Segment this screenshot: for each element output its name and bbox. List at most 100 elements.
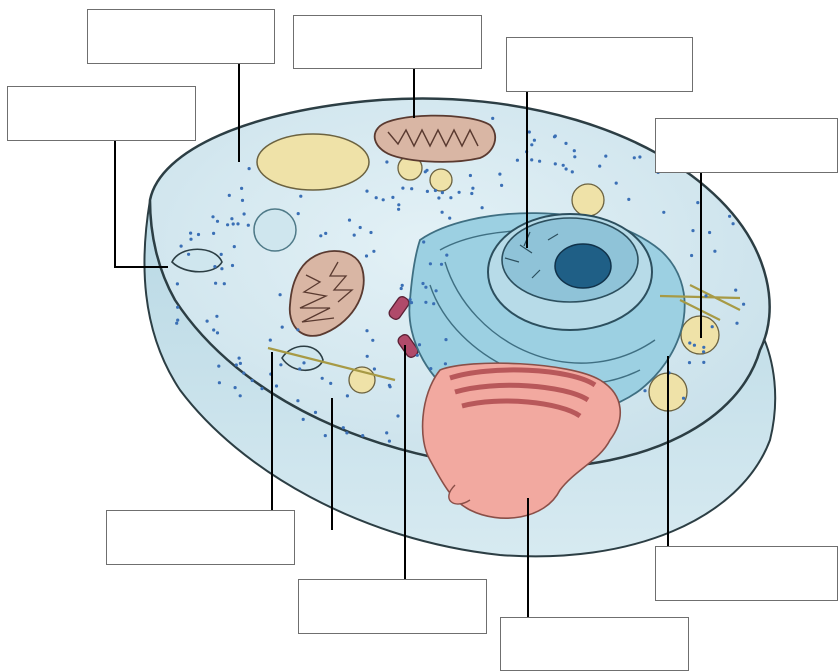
- ribosome-dot: [375, 196, 378, 199]
- ribosome-dot: [604, 155, 607, 158]
- ribosome-dot: [711, 325, 714, 328]
- ribosome-dot: [175, 322, 178, 325]
- label-box-2[interactable]: [293, 15, 482, 69]
- ribosome-dot: [449, 196, 452, 199]
- nucleolus: [555, 244, 611, 288]
- ribosome-dot: [211, 215, 214, 218]
- ribosome-dot: [298, 367, 301, 370]
- ribosome-dot: [458, 191, 461, 194]
- ribosome-dot: [702, 346, 705, 349]
- ribosome-dot: [533, 139, 536, 142]
- ribosome-dot: [702, 361, 705, 364]
- ribosome-dot: [571, 170, 574, 173]
- ribosome-dot: [324, 434, 327, 437]
- ribosome-dot: [260, 387, 263, 390]
- label-box-6[interactable]: [106, 510, 295, 565]
- ribosome-dot: [217, 365, 220, 368]
- vesicle: [572, 184, 604, 216]
- ribosome-dot: [434, 189, 437, 192]
- ribosome-dot: [187, 253, 190, 256]
- ribosome-dot: [302, 418, 305, 421]
- ribosome-dot: [232, 222, 235, 225]
- ribosome-dot: [353, 234, 356, 237]
- label-box-1[interactable]: [87, 9, 275, 64]
- ribosome-dot: [212, 328, 215, 331]
- ribosome-dot: [713, 250, 716, 253]
- ribosome-dot: [218, 381, 221, 384]
- ribosome-dot: [314, 411, 317, 414]
- ribosome-dot: [410, 301, 413, 304]
- ribosome-dot: [238, 357, 241, 360]
- ribosome-dot: [197, 233, 200, 236]
- ribosome-dot: [345, 431, 348, 434]
- ribosome-dot: [359, 226, 362, 229]
- ribosome-dot: [391, 196, 394, 199]
- mitochondrion-top: [375, 116, 496, 162]
- label-box-3[interactable]: [506, 37, 693, 92]
- ribosome-dot: [691, 229, 694, 232]
- ribosome-dot: [662, 211, 665, 214]
- ribosome-dot: [235, 363, 238, 366]
- ribosome-dot: [401, 284, 404, 287]
- ribosome-dot: [470, 192, 473, 195]
- ribosome-dot: [275, 384, 278, 387]
- ribosome-dot: [279, 363, 282, 366]
- ribosome-dot: [682, 397, 685, 400]
- ribosome-dot: [418, 343, 421, 346]
- ribosome-dot: [189, 238, 192, 241]
- ribosome-dot: [324, 232, 327, 235]
- ribosome-dot: [346, 394, 349, 397]
- vesicle: [254, 209, 296, 251]
- ribosome-dot: [215, 315, 218, 318]
- ribosome-dot: [248, 167, 251, 170]
- ribosome-dot: [688, 361, 691, 364]
- ribosome-dot: [693, 344, 696, 347]
- label-box-5[interactable]: [655, 118, 838, 173]
- ribosome-dot: [516, 159, 519, 162]
- ribosome-dot: [435, 289, 438, 292]
- ribosome-dot: [397, 208, 400, 211]
- ribosome-dot: [573, 149, 576, 152]
- ribosome-dot: [302, 361, 305, 364]
- ribosome-dot: [366, 355, 369, 358]
- ribosome-dot: [243, 212, 246, 215]
- ribosome-dot: [400, 287, 403, 290]
- ribosome-dot: [281, 326, 284, 329]
- ribosome-dot: [615, 182, 618, 185]
- label-box-4[interactable]: [7, 86, 196, 141]
- ribosome-dot: [448, 217, 451, 220]
- ribosome-dot: [732, 222, 735, 225]
- label-box-9[interactable]: [500, 617, 689, 671]
- ribosome-dot: [212, 232, 215, 235]
- ribosome-dot: [247, 224, 250, 227]
- ribosome-dot: [385, 431, 388, 434]
- ribosome-dot: [565, 167, 568, 170]
- ribosome-dot: [176, 282, 179, 285]
- ribosome-dot: [471, 187, 474, 190]
- ribosome-dot: [348, 219, 351, 222]
- ribosome-dot: [365, 254, 368, 257]
- ribosome-dot: [365, 329, 368, 332]
- ribosome-dot: [213, 265, 216, 268]
- ribosome-dot: [429, 262, 432, 265]
- ribosome-dot: [342, 426, 345, 429]
- ribosome-dot: [223, 282, 226, 285]
- ribosome-dot: [469, 174, 472, 177]
- ribosome-dot: [409, 298, 412, 301]
- ribosome-dot: [180, 245, 183, 248]
- ribosome-dot: [206, 320, 209, 323]
- label-box-7[interactable]: [298, 579, 487, 634]
- ribosome-dot: [231, 264, 234, 267]
- ribosome-dot: [251, 379, 254, 382]
- ribosome-dot: [297, 212, 300, 215]
- ribosome-dot: [299, 195, 302, 198]
- label-box-8[interactable]: [655, 546, 838, 601]
- ribosome-dot: [234, 386, 237, 389]
- ribosome-dot: [296, 399, 299, 402]
- ribosome-dot: [371, 339, 374, 342]
- ribosome-dot: [562, 164, 565, 167]
- ribosome-dot: [554, 134, 557, 137]
- ribosome-dot: [321, 377, 324, 380]
- ribosome-dot: [401, 187, 404, 190]
- ribosome-dot: [742, 303, 745, 306]
